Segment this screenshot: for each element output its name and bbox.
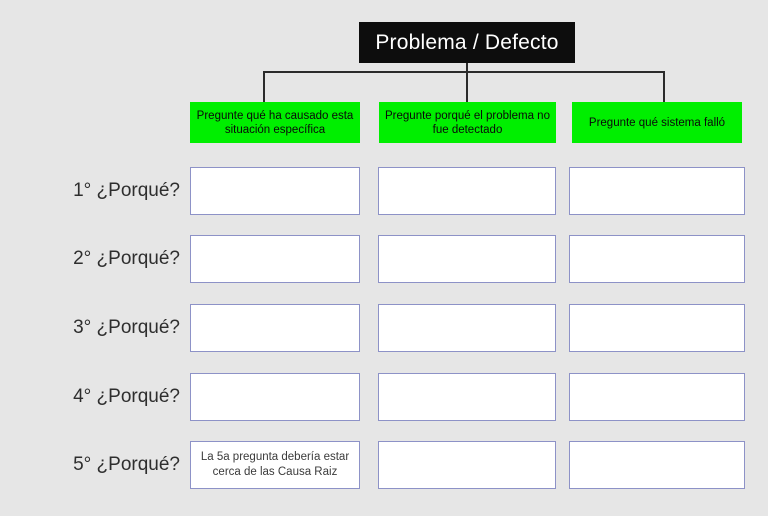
column-header-2: Pregunte porqué el problema no fue detec… — [379, 102, 556, 143]
row-label-why-4-text: 4° ¿Porqué? — [73, 386, 180, 407]
cell-why1-col2[interactable] — [378, 167, 556, 215]
column-header-3: Pregunte qué sistema falló — [572, 102, 742, 143]
cell-why3-col1[interactable] — [190, 304, 360, 352]
row-label-why-3-text: 3° ¿Porqué? — [73, 317, 180, 338]
connector-horizontal-bar — [263, 71, 665, 73]
row-label-why-5-text: 5° ¿Porqué? — [73, 454, 180, 475]
row-label-why-1-text: 1° ¿Porqué? — [73, 180, 180, 201]
cell-why4-col1[interactable] — [190, 373, 360, 421]
cell-why2-col1[interactable] — [190, 235, 360, 283]
row-label-why-5: 5° ¿Porqué? — [18, 441, 180, 489]
cell-why4-col3[interactable] — [569, 373, 745, 421]
connector-stem — [466, 63, 468, 103]
column-header-1: Pregunte qué ha causado esta situación e… — [190, 102, 360, 143]
row-label-why-4: 4° ¿Porqué? — [18, 373, 180, 421]
cell-why1-col3[interactable] — [569, 167, 745, 215]
cell-why3-col3[interactable] — [569, 304, 745, 352]
problem-title-text: Problema / Defecto — [375, 30, 559, 54]
row-label-why-1: 1° ¿Porqué? — [18, 167, 180, 215]
cell-why5-col1[interactable]: La 5a pregunta debería estar cerca de la… — [190, 441, 360, 489]
cell-why2-col3[interactable] — [569, 235, 745, 283]
column-header-1-label: Pregunte qué ha causado esta situación e… — [196, 109, 354, 136]
column-header-2-label: Pregunte porqué el problema no fue detec… — [385, 109, 550, 136]
column-header-3-label: Pregunte qué sistema falló — [588, 116, 726, 129]
row-label-why-3: 3° ¿Porqué? — [18, 304, 180, 352]
cell-why2-col2[interactable] — [378, 235, 556, 283]
cell-why5-col3[interactable] — [569, 441, 745, 489]
cell-why5-col2[interactable] — [378, 441, 556, 489]
cell-why4-col2[interactable] — [378, 373, 556, 421]
connector-drop-right — [663, 71, 665, 103]
cell-why1-col1[interactable] — [190, 167, 360, 215]
connector-drop-left — [263, 71, 265, 103]
cell-why3-col2[interactable] — [378, 304, 556, 352]
problem-title-box: Problema / Defecto — [359, 22, 575, 63]
row-label-why-2: 2° ¿Porqué? — [18, 235, 180, 283]
row-label-why-2-text: 2° ¿Porqué? — [73, 248, 180, 269]
